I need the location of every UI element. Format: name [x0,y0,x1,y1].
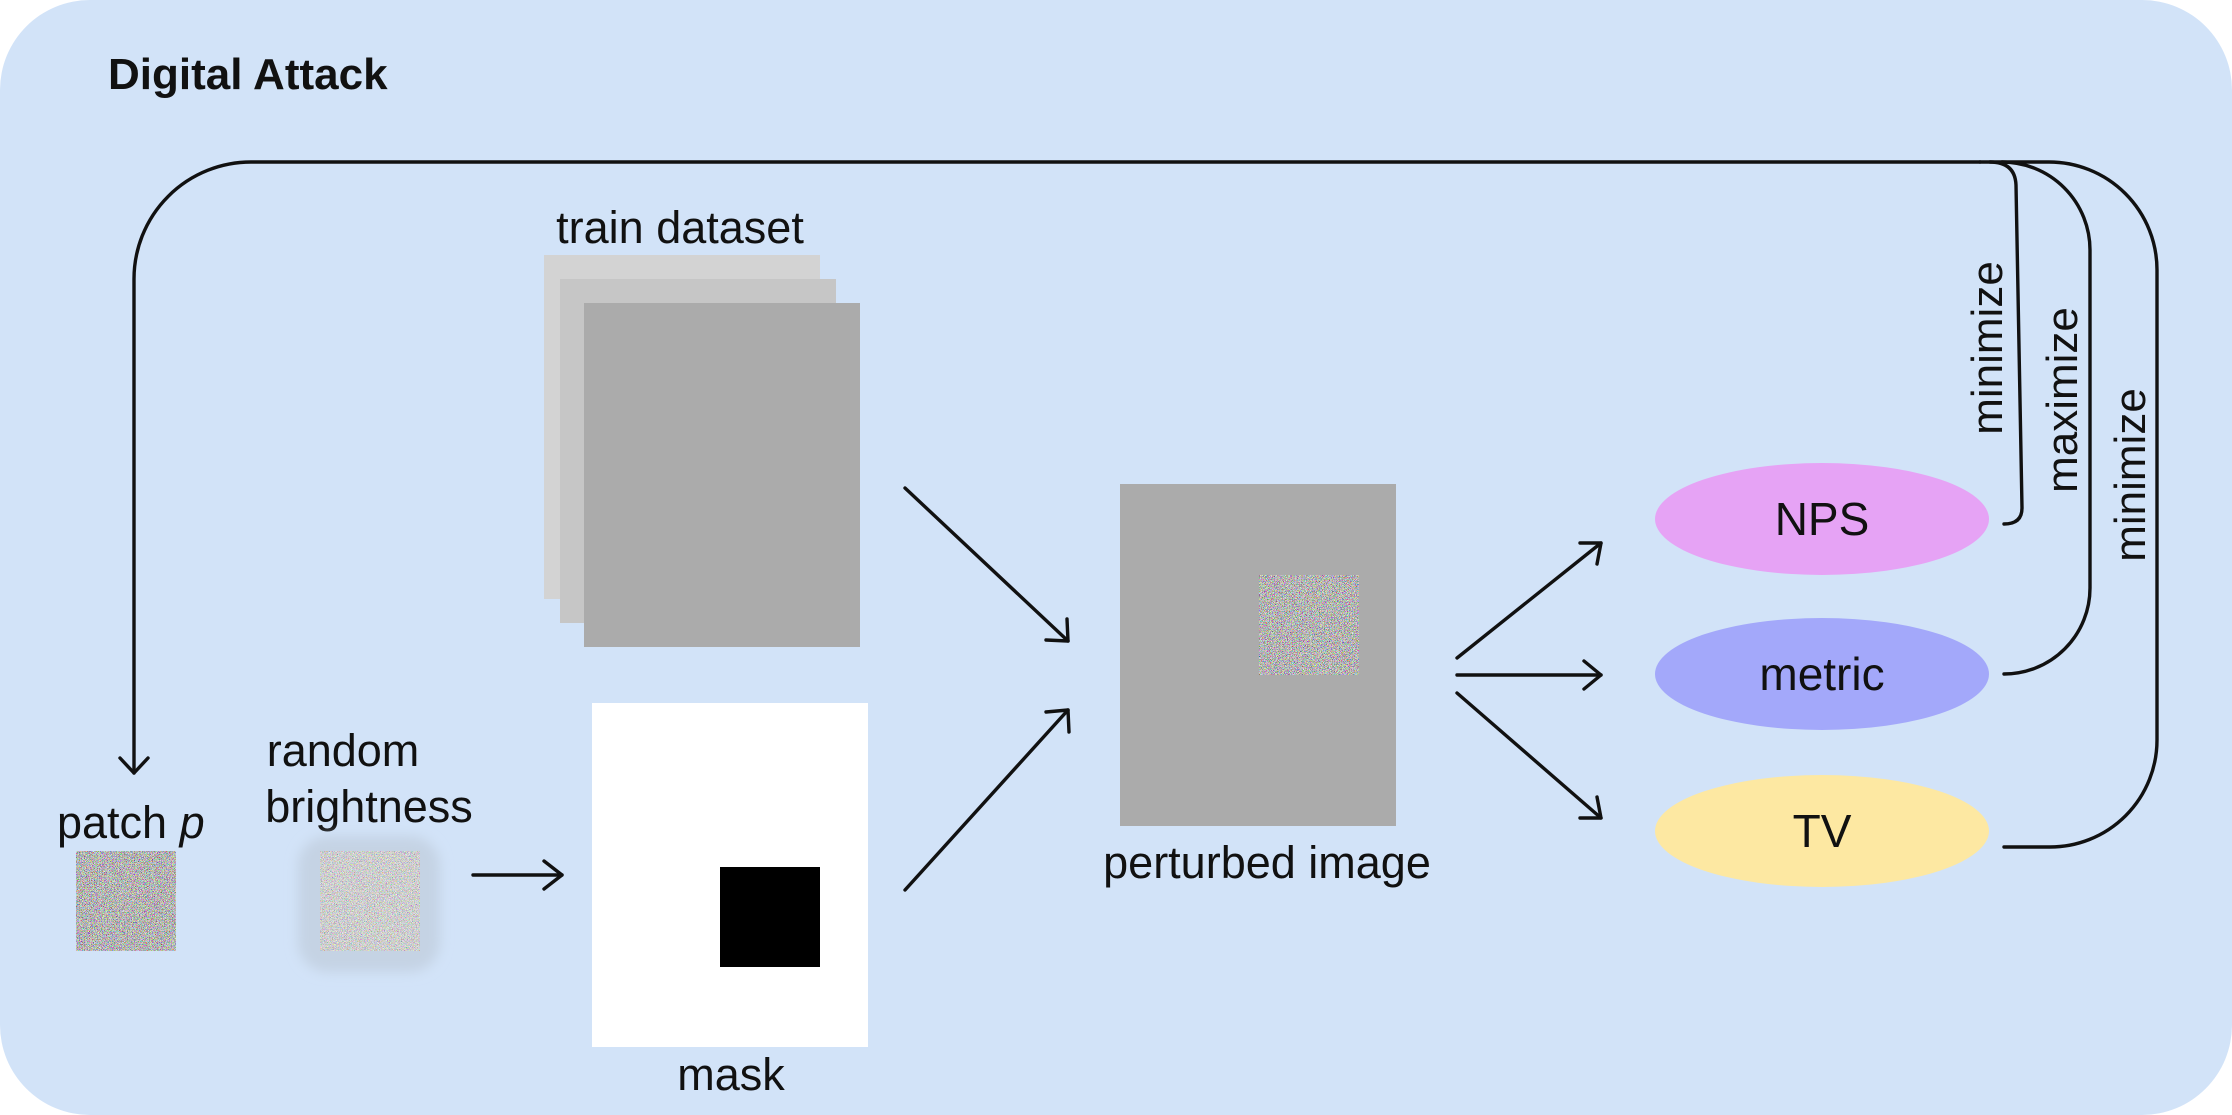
feedback-arrowhead [118,756,150,775]
adversarial-patch [76,851,176,951]
random-brightness-label-line1: random [267,725,420,776]
nps-bracket [1988,160,2024,526]
patch-label: patch p [57,797,205,848]
random-brightness-label-line2: brightness [265,781,473,832]
brightness-to-mask-arrowhead [542,859,564,891]
nps-label: NPS [1775,493,1870,545]
metric-label: metric [1759,648,1884,700]
loss-nps: NPS [1655,463,1989,575]
mask-label: mask [677,1049,785,1100]
tv-ellipse [1655,775,1989,887]
metric-bracket [2000,160,2092,676]
loss-tv: TV [1655,775,1989,887]
train-dataset-label: train dataset [556,202,804,253]
perturbed-image-patch [1259,575,1359,675]
perturbed-to-nps-arrow [1455,541,1603,660]
loss-metric: metric [1655,618,1989,730]
perturbed-to-tv-arrowhead [1578,795,1603,820]
tv-bracket [1978,160,2159,849]
metric-ellipse [1655,618,1989,730]
perturbed-to-nps-arrowhead [1578,541,1603,566]
dataset-image-front [584,303,860,647]
metric-objective-label: maximize [2038,307,2087,493]
patch-variable: p [178,797,205,848]
brightened-patch [320,851,420,951]
perturbed-image-label: perturbed image [1103,837,1431,888]
tv-objective-label: minimize [2106,388,2155,562]
dataset-to-perturbed-arrow [903,486,1070,643]
panel-title: Digital Attack [108,50,388,99]
feedback-loop-arrow [132,160,1982,775]
perturbed-to-metric-arrowhead [1582,659,1603,691]
mask-patch-region [720,867,820,967]
nps-objective-label: minimize [1963,261,2012,435]
patch-label-text: patch [57,797,167,848]
dataset-to-perturbed-arrowhead [1044,617,1070,643]
perturbed-to-tv-arrow [1455,691,1603,820]
mask-to-perturbed-arrow [903,708,1070,892]
train-dataset-stack [544,255,860,647]
nps-ellipse [1655,463,1989,575]
tv-label: TV [1793,805,1852,857]
mask-to-perturbed-arrowhead [1044,708,1071,734]
